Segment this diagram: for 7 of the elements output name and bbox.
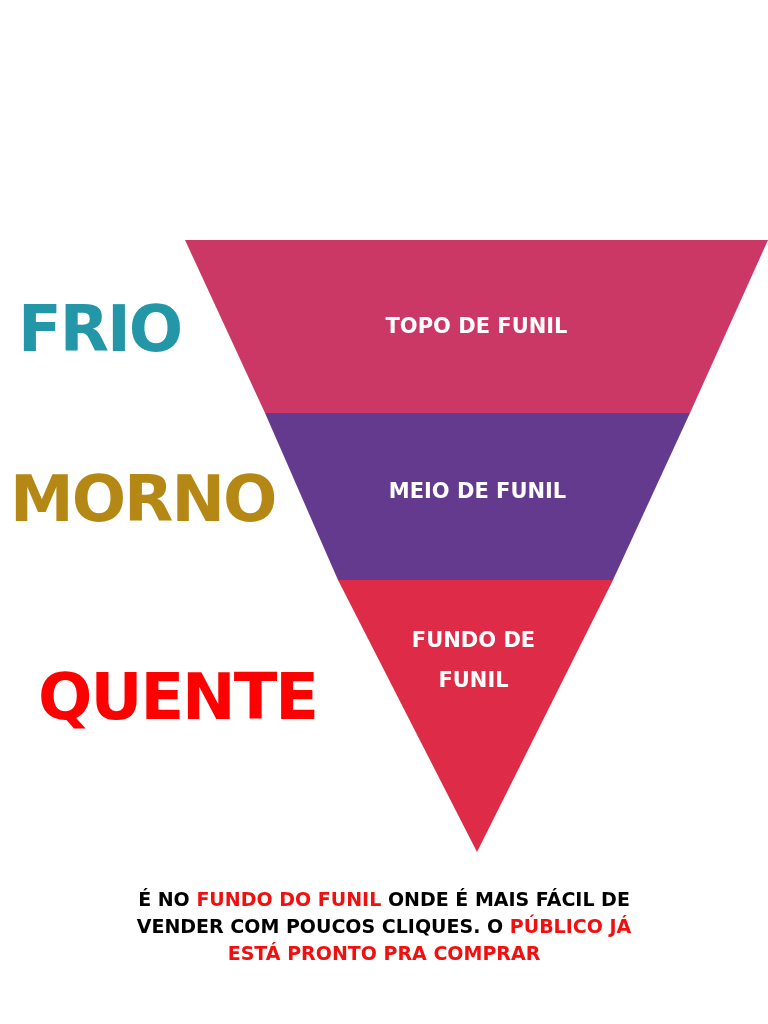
stage-label: TOPO DE FUNIL bbox=[384, 313, 569, 340]
temperature-label: QUENTE bbox=[38, 660, 318, 734]
temperature-label: FRIO bbox=[18, 292, 182, 366]
stage-label: MEIO DE FUNIL bbox=[387, 478, 568, 505]
temperature-label: MORNO bbox=[10, 462, 276, 536]
caption: É NO FUNDO DO FUNIL ONDE É MAIS FÁCIL DE VENDER COM POUCOS CLIQUES. O PÚBLICO JÁ ESTÁ PRONTO PRA COMPRAR bbox=[135, 887, 633, 966]
stage-label: FUNDO DE FUNIL bbox=[410, 627, 537, 694]
